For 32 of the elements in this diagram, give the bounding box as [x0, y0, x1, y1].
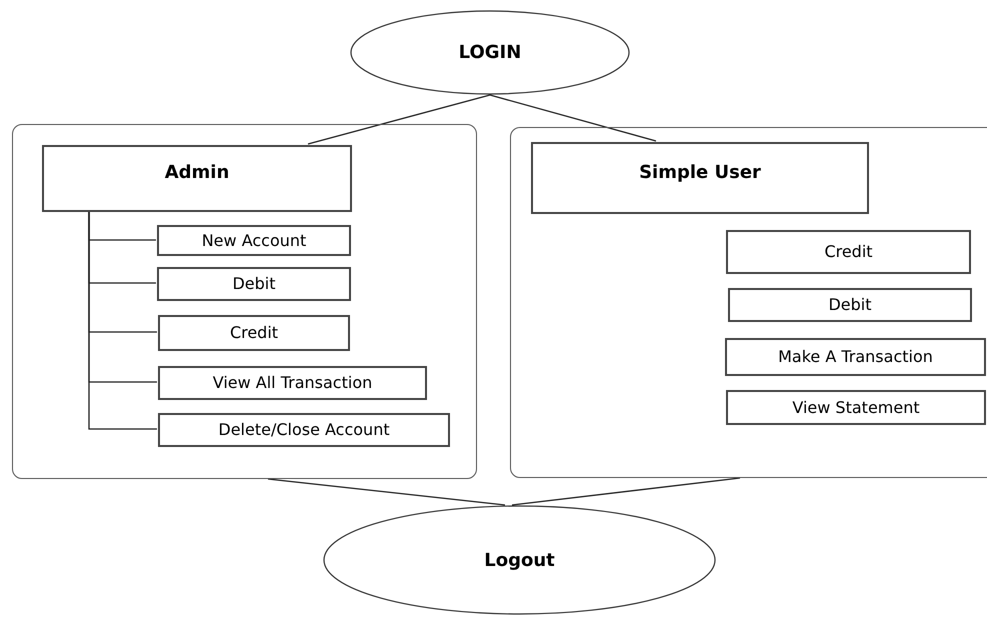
item-label: Debit: [232, 273, 276, 295]
item-label: Make A Transaction: [778, 346, 933, 368]
item-label: View Statement: [792, 396, 920, 418]
ellipse-node: [323, 505, 716, 615]
node-title: Simple User: [639, 160, 761, 184]
menu-item-box: [157, 267, 351, 301]
connector-line: [512, 477, 740, 506]
item-label: Delete/Close Account: [218, 419, 390, 441]
connector-line: [308, 94, 490, 145]
node-title: Logout: [484, 548, 555, 572]
item-label: Debit: [828, 294, 872, 316]
menu-item-box: [728, 288, 972, 322]
role-box: [42, 145, 352, 212]
ellipse-node: [350, 10, 630, 95]
menu-item-box: [726, 390, 986, 425]
connector-line: [88, 211, 157, 430]
role-box: [531, 142, 869, 214]
node-title: Admin: [164, 161, 230, 185]
menu-item-box: [158, 366, 427, 400]
menu-item-box: [725, 338, 986, 376]
menu-item-box: [158, 315, 350, 351]
item-label: Credit: [824, 241, 873, 263]
menu-item-box: [157, 225, 351, 256]
connector-line: [268, 478, 506, 506]
item-label: New Account: [202, 230, 306, 252]
menu-item-box: [158, 413, 450, 447]
menu-item-box: [726, 230, 971, 274]
node-title: LOGIN: [458, 41, 522, 65]
item-label: Credit: [230, 322, 278, 344]
group-panel: [12, 124, 477, 479]
item-label: View All Transaction: [212, 372, 372, 394]
group-panel: [510, 127, 987, 478]
